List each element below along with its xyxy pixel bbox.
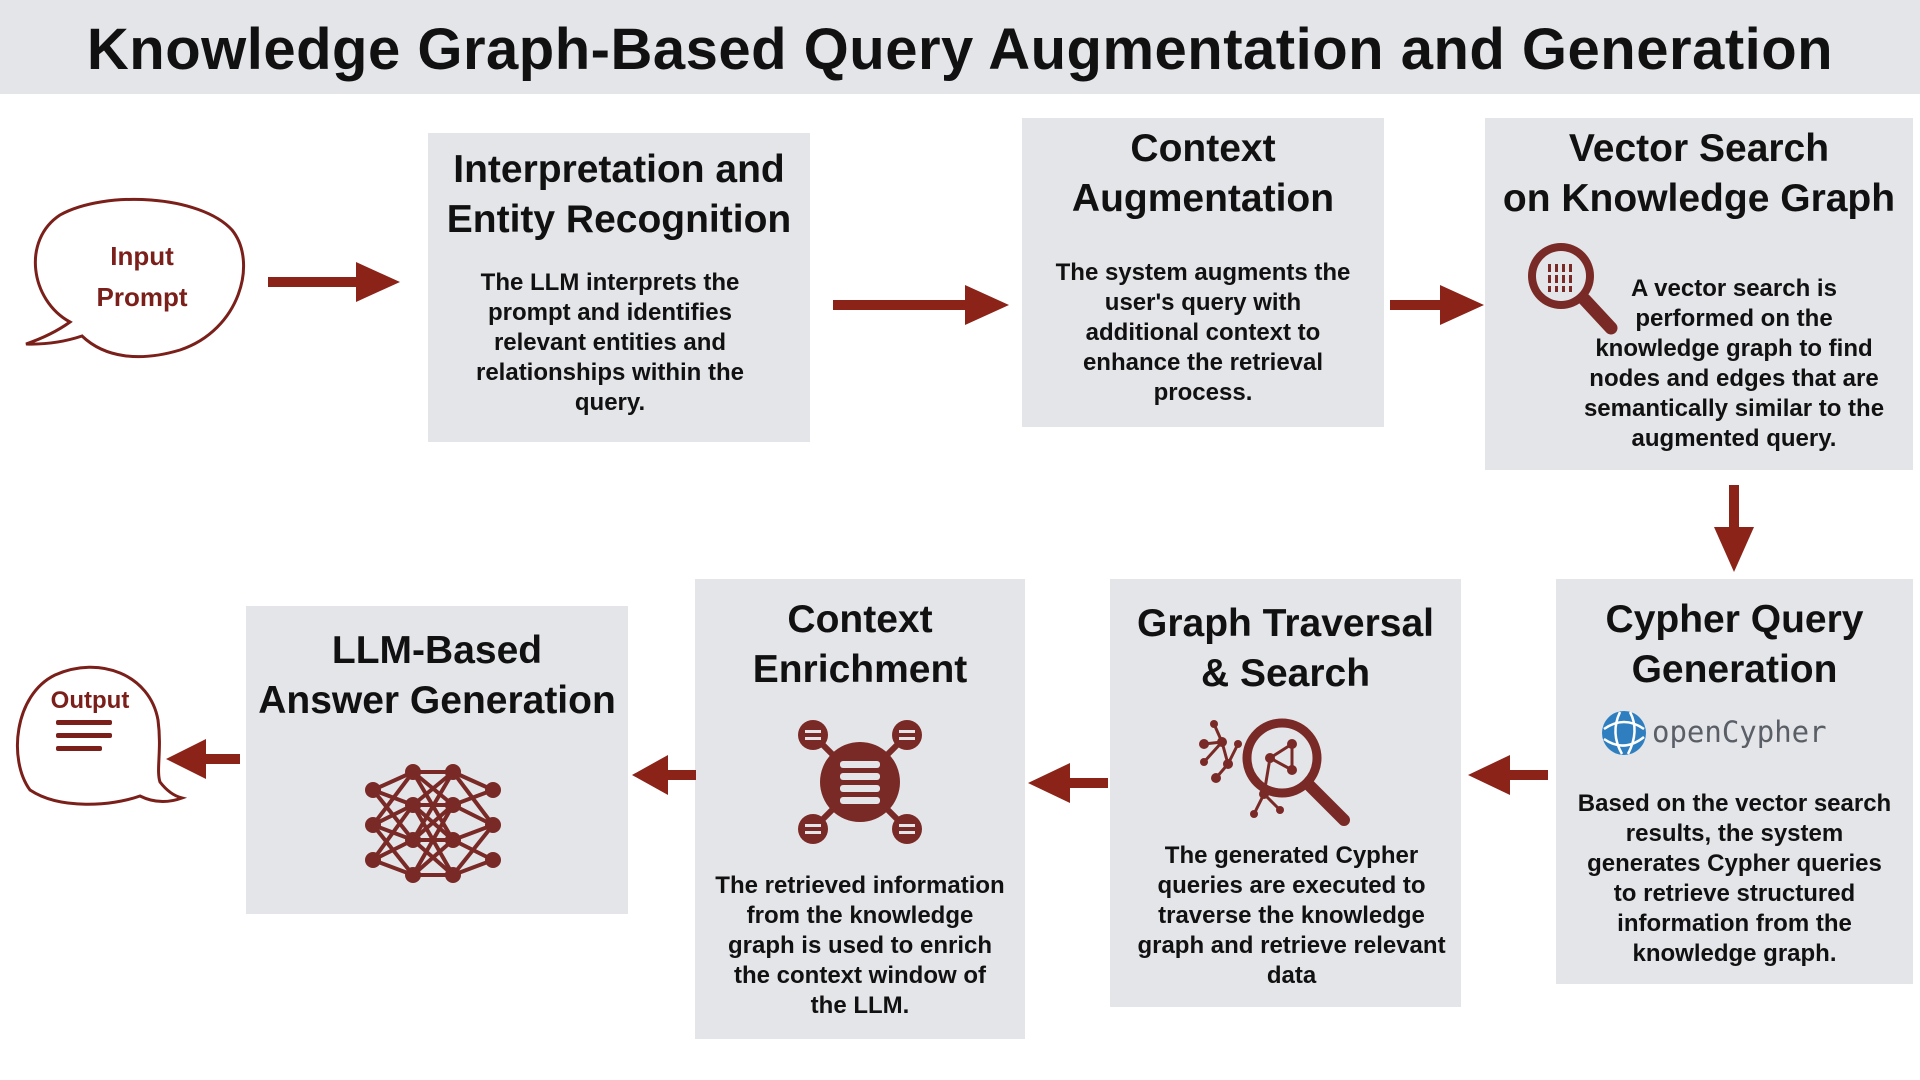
flow-arrow-right	[833, 285, 1009, 325]
desc-line: information from the	[1617, 910, 1852, 937]
desc-line: relevant entities and	[493, 329, 727, 356]
output-speech-bubble-icon: Output	[15, 665, 188, 806]
flow-arrow-left	[1468, 755, 1548, 795]
title-banner	[0, 0, 1920, 94]
desc-line: performed on the	[1635, 305, 1833, 332]
step-title-line2: & Search	[1200, 652, 1371, 695]
desc-line: The retrieved information	[715, 872, 1005, 899]
desc-line: knowledge graph.	[1632, 940, 1837, 967]
input-label-line1: Input	[110, 241, 174, 271]
desc-line: Based on the vector search	[1577, 790, 1892, 817]
input-speech-bubble-icon: Input Prompt	[25, 197, 246, 359]
step-vector-search-box: Vector Search on Knowledge Graph A vecto…	[1485, 118, 1913, 470]
step-title-line2: on Knowledge Graph	[1502, 177, 1896, 220]
step-title-line2: Augmentation	[1071, 177, 1335, 220]
opencypher-globe-icon	[1602, 711, 1646, 755]
flow-arrow-right	[1390, 285, 1484, 325]
graph-magnifier-icon	[1199, 718, 1350, 826]
step-title-line1: Context	[1130, 127, 1276, 170]
desc-line: from the knowledge	[746, 902, 974, 929]
desc-line: process.	[1153, 379, 1253, 406]
desc-line: graph is used to enrich	[727, 932, 993, 959]
desc-line: results, the system	[1625, 820, 1844, 847]
step-description: Based on the vector search results, the …	[1556, 789, 1913, 969]
desc-line: the context window of	[734, 962, 986, 989]
desc-line: nodes and edges that are	[1589, 365, 1879, 392]
step-title-line1: Vector Search	[1568, 127, 1830, 170]
desc-line: A vector search is	[1631, 275, 1837, 302]
desc-line: augmented query.	[1631, 425, 1837, 452]
step-description: The retrieved information from the knowl…	[695, 871, 1025, 1021]
step-title-line2: Answer Generation	[258, 679, 616, 722]
desc-line: semantically similar to the	[1583, 395, 1885, 422]
desc-line: to retrieve structured	[1613, 880, 1856, 907]
page-title: Knowledge Graph-Based Query Augmentation…	[86, 17, 1834, 82]
desc-line: graph and retrieve relevant	[1137, 932, 1446, 959]
desc-line: the LLM.	[810, 992, 910, 1019]
desc-line: The LLM interprets the	[480, 269, 740, 296]
step-description: The LLM interprets the prompt and identi…	[428, 268, 792, 418]
desc-line: traverse the knowledge	[1158, 902, 1425, 929]
step-answer-generation-box: LLM-Based Answer Generation	[246, 606, 628, 914]
step-title-line1: LLM-Based	[331, 629, 543, 672]
step-title-line1: Graph Traversal	[1137, 602, 1434, 645]
flow-arrow-left	[632, 755, 696, 795]
step-description: The system augments the user's query wit…	[1022, 258, 1384, 408]
desc-line: The system augments the	[1055, 259, 1351, 286]
step-description: A vector search is performed on the know…	[1573, 274, 1895, 454]
step-graph-traversal-box: Graph Traversal & Search The generated C…	[1110, 579, 1461, 1007]
flow-arrow-left	[166, 739, 240, 779]
step-title-line2: Generation	[1631, 648, 1838, 691]
desc-line: The generated Cypher	[1164, 842, 1419, 869]
desc-line: generates Cypher queries	[1587, 850, 1882, 877]
database-network-icon	[798, 720, 922, 844]
flow-arrow-right	[268, 262, 400, 302]
step-title-line1: Interpretation and	[453, 148, 785, 191]
flow-arrow-down	[1714, 485, 1754, 572]
opencypher-logo-text: openCypher	[1652, 715, 1827, 749]
desc-line: user's query with	[1104, 289, 1302, 316]
step-context-enrichment-box: Context Enrichment The retrieved informa…	[695, 579, 1025, 1039]
step-title-line1: Cypher Query	[1605, 598, 1864, 641]
magnifier-grid-icon	[1528, 243, 1618, 335]
desc-line: data	[1266, 962, 1317, 989]
step-title-line1: Context	[787, 598, 933, 641]
step-context-augmentation-box: Context Augmentation The system augments…	[1022, 118, 1384, 427]
step-description: The generated Cypher queries are execute…	[1110, 841, 1473, 991]
desc-line: prompt and identifies	[487, 299, 732, 326]
output-label: Output	[51, 687, 130, 714]
desc-line: queries are executed to	[1157, 872, 1426, 899]
desc-line: relationships within the	[475, 359, 745, 386]
step-title-line2: Entity Recognition	[446, 198, 792, 241]
step-interpretation-box: Interpretation and Entity Recognition Th…	[428, 133, 810, 442]
desc-line: query.	[574, 389, 646, 416]
desc-line: additional context to	[1085, 319, 1321, 346]
step-cypher-query-box: Cypher Query Generation openCypher Based…	[1556, 579, 1913, 984]
flow-arrow-left	[1028, 763, 1108, 803]
step-title-line2: Enrichment	[752, 648, 968, 691]
neural-network-icon	[365, 764, 501, 883]
desc-line: enhance the retrieval	[1082, 349, 1324, 376]
input-label-line2: Prompt	[97, 282, 188, 312]
desc-line: knowledge graph to find	[1595, 335, 1873, 362]
